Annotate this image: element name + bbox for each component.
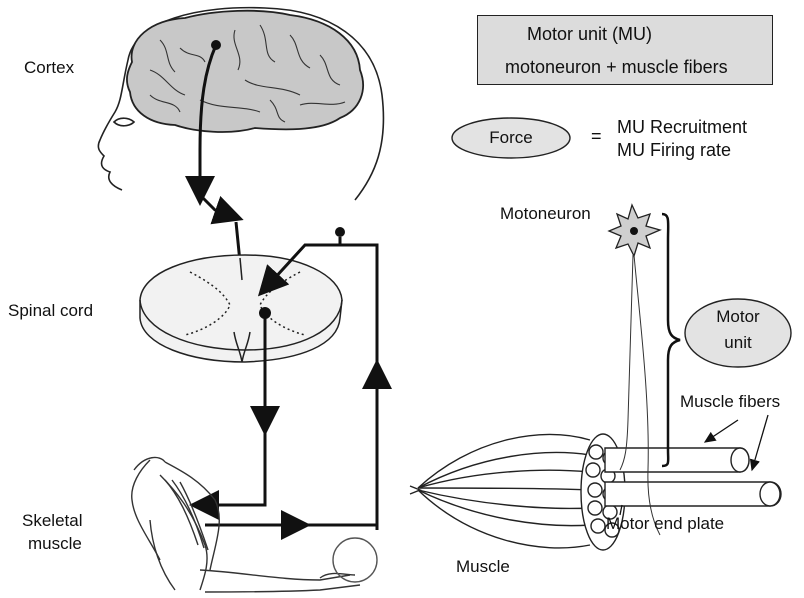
skeletal-muscle-label-line2: muscle bbox=[28, 533, 82, 554]
skeletal-muscle-label-line1: Skeletal bbox=[22, 510, 82, 531]
motor-unit-title: Motor unit (MU) bbox=[527, 24, 652, 45]
muscle-label: Muscle bbox=[456, 556, 510, 577]
motoneuron-cell bbox=[609, 205, 660, 256]
brain bbox=[127, 11, 363, 132]
motor-unit-definition: motoneuron + muscle fibers bbox=[505, 57, 728, 78]
motor-unit-brace bbox=[662, 214, 680, 466]
equals-sign: = bbox=[591, 126, 602, 147]
mu-recruitment-label: MU Recruitment bbox=[617, 117, 747, 138]
muscle-fibers-tubes bbox=[605, 448, 781, 506]
motor-end-plate-label: Motor end plate bbox=[606, 513, 724, 534]
motor-unit-oval-line1: Motor bbox=[685, 307, 791, 327]
cortex-label: Cortex bbox=[24, 57, 74, 78]
mu-firing-rate-label: MU Firing rate bbox=[617, 140, 731, 161]
muscle-fibers-label: Muscle fibers bbox=[680, 391, 780, 412]
motoneuron-label: Motoneuron bbox=[500, 203, 591, 224]
force-label: Force bbox=[452, 128, 570, 148]
muscle-bundle bbox=[410, 434, 625, 550]
spinal-cord-label: Spinal cord bbox=[8, 300, 93, 321]
spinal-cord-section bbox=[140, 255, 342, 362]
motor-unit-definition-box: Motor unit (MU) motoneuron + muscle fibe… bbox=[477, 15, 773, 85]
motor-unit-oval-line2: unit bbox=[685, 333, 791, 353]
